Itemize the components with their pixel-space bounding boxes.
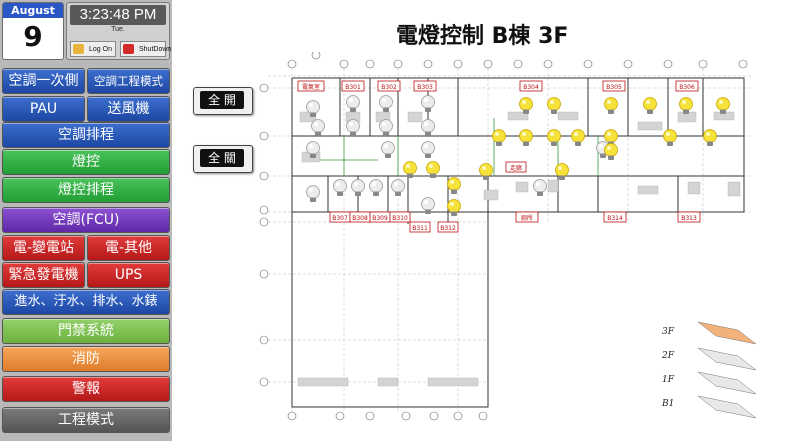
- nav-engineering[interactable]: 工程模式: [2, 407, 170, 433]
- bulb-on-icon[interactable]: [663, 129, 677, 147]
- room-label-b301: B301: [345, 84, 361, 91]
- room-label-b306: B306: [679, 84, 695, 91]
- bulb-off-icon[interactable]: [421, 95, 435, 113]
- room-label-b311: B311: [412, 225, 428, 232]
- room-label-corridor: 走廊: [510, 164, 522, 172]
- nav-ac-fcu[interactable]: 空調(FCU): [2, 207, 170, 233]
- bulb-on-icon[interactable]: [716, 97, 730, 115]
- bulb-off-icon[interactable]: [421, 141, 435, 159]
- bulb-on-icon[interactable]: [571, 129, 585, 147]
- nav-alarm[interactable]: 警報: [2, 376, 170, 402]
- logon-button[interactable]: Log On: [70, 41, 116, 57]
- bulb-off-icon[interactable]: [381, 141, 395, 159]
- room-label-restroom: 廁所: [521, 214, 533, 222]
- nav-ac-primary[interactable]: 空調一次側: [2, 68, 85, 94]
- key-icon: [73, 44, 84, 54]
- bulb-off-icon[interactable]: [351, 179, 365, 197]
- bulb-off-icon[interactable]: [346, 95, 360, 113]
- bulb-on-icon[interactable]: [604, 97, 618, 115]
- nav-pau[interactable]: PAU: [2, 96, 85, 122]
- room-label-b303: B303: [417, 84, 433, 91]
- bulb-off-icon[interactable]: [311, 119, 325, 137]
- bulb-on-icon[interactable]: [547, 97, 561, 115]
- bulb-off-icon[interactable]: [379, 119, 393, 137]
- nav-ups[interactable]: UPS: [87, 262, 170, 288]
- room-label-b308: B308: [352, 215, 368, 222]
- bulb-off-icon[interactable]: [391, 179, 405, 197]
- nav-access[interactable]: 門禁系統: [2, 318, 170, 344]
- nav-lighting-schedule[interactable]: 燈控排程: [2, 177, 170, 203]
- bulb-off-icon[interactable]: [379, 95, 393, 113]
- bulb-off-icon[interactable]: [369, 179, 383, 197]
- floor-stack-diagram[interactable]: 3F 2F 1F B1: [661, 321, 757, 419]
- bulb-on-icon[interactable]: [492, 129, 506, 147]
- room-label-b313: B313: [681, 215, 697, 222]
- weekday-label: Tue.: [111, 26, 125, 33]
- room-label-elec: 電氣室: [302, 83, 320, 91]
- shutdown-button[interactable]: ShutDown: [120, 41, 171, 57]
- date-widget: August 9: [2, 2, 64, 60]
- bulb-on-icon[interactable]: [519, 97, 533, 115]
- room-label-b309: B309: [372, 215, 388, 222]
- nav-water[interactable]: 進水、汙水、排水、水錶: [2, 289, 170, 315]
- logon-label: Log On: [89, 46, 112, 53]
- all-off-label: 全 關: [200, 149, 244, 167]
- room-label-b305: B305: [606, 84, 622, 91]
- all-on-label: 全 開: [200, 91, 244, 109]
- bulb-on-icon[interactable]: [447, 199, 461, 217]
- bulb-off-icon[interactable]: [421, 119, 435, 137]
- nav-lighting[interactable]: 燈控: [2, 149, 170, 175]
- bulb-off-icon[interactable]: [533, 179, 547, 197]
- clock-widget: 3:23:48 PM Tue. Log On ShutDown: [66, 2, 171, 60]
- nav-ac-engineering[interactable]: 空調工程模式: [87, 68, 170, 94]
- bulb-on-icon[interactable]: [555, 163, 569, 181]
- nav-fire[interactable]: 消防: [2, 346, 170, 372]
- month-label: August: [3, 3, 63, 18]
- floor-plan: 電氣室 B301 B302 B303 B304 B305 B306 B307 B…: [259, 52, 757, 421]
- floor-label-b1[interactable]: B1: [661, 399, 674, 409]
- room-label-b314: B314: [607, 215, 623, 222]
- power-icon: [123, 44, 134, 54]
- room-label-b304: B304: [523, 84, 539, 91]
- room-label-b302: B302: [381, 84, 397, 91]
- day-number: 9: [23, 20, 43, 53]
- all-on-button[interactable]: 全 開: [193, 87, 253, 115]
- all-off-button[interactable]: 全 關: [193, 145, 253, 173]
- floor-label-1f[interactable]: 1F: [662, 375, 675, 385]
- page-title: 電燈控制 B棟 3F: [396, 24, 569, 49]
- shutdown-label: ShutDown: [139, 46, 172, 53]
- bulb-on-icon[interactable]: [703, 129, 717, 147]
- bulb-on-icon[interactable]: [479, 163, 493, 181]
- bulb-off-icon[interactable]: [333, 179, 347, 197]
- floor-label-3f[interactable]: 3F: [662, 327, 675, 337]
- bulb-on-icon[interactable]: [447, 177, 461, 195]
- room-label-b312: B312: [440, 225, 456, 232]
- bulb-on-icon[interactable]: [547, 129, 561, 147]
- floor-label-2f[interactable]: 2F: [661, 351, 675, 361]
- sidebar: August 9 3:23:48 PM Tue. Log On ShutDown…: [0, 0, 172, 441]
- bulb-on-icon[interactable]: [604, 143, 618, 161]
- bulb-off-icon[interactable]: [306, 185, 320, 203]
- nav-ac-schedule[interactable]: 空調排程: [2, 122, 170, 148]
- bulb-on-icon[interactable]: [679, 97, 693, 115]
- nav-ventilator[interactable]: 送風機: [87, 96, 170, 122]
- nav-elec-other[interactable]: 電-其他: [87, 235, 170, 261]
- bulb-off-icon[interactable]: [346, 119, 360, 137]
- clock-time: 3:23:48 PM: [70, 5, 166, 25]
- nav-substation[interactable]: 電-變電站: [2, 235, 85, 261]
- bulb-on-icon[interactable]: [643, 97, 657, 115]
- room-label-b310: B310: [392, 215, 408, 222]
- room-label-b307: B307: [332, 215, 348, 222]
- nav-generator[interactable]: 緊急發電機: [2, 262, 85, 288]
- bulb-on-icon[interactable]: [519, 129, 533, 147]
